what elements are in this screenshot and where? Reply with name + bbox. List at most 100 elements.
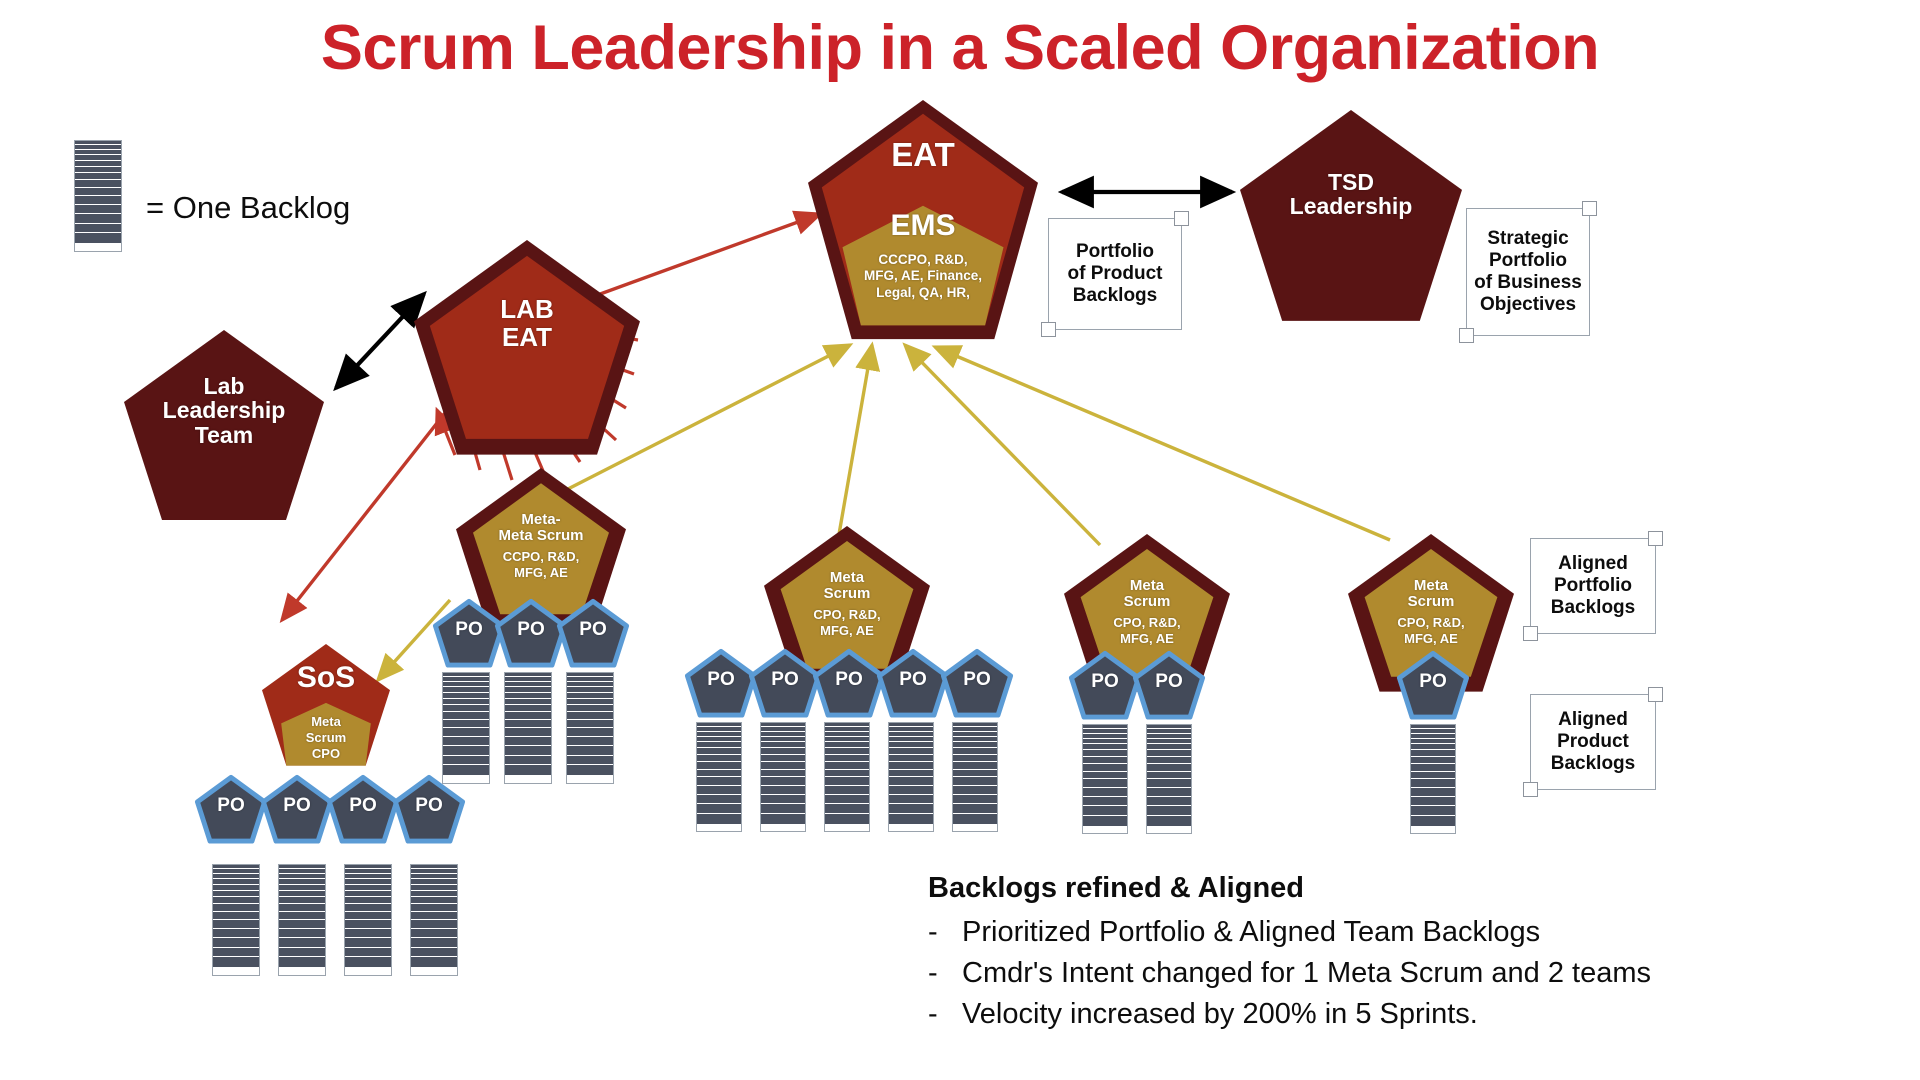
selection-handle-bottom-left[interactable] bbox=[1459, 328, 1474, 343]
notes-item-text: Cmdr's Intent changed for 1 Meta Scrum a… bbox=[962, 957, 1651, 990]
selection-handle-bottom-left[interactable] bbox=[1523, 626, 1538, 641]
backlog-item bbox=[345, 897, 391, 905]
backlog-item bbox=[1147, 771, 1191, 780]
backlog-item bbox=[75, 160, 121, 167]
backlog-stack bbox=[504, 672, 552, 784]
backlog-item bbox=[567, 712, 613, 721]
backlog-item bbox=[505, 736, 551, 746]
backlog-item bbox=[411, 928, 457, 938]
backlog-item bbox=[213, 947, 259, 958]
node-eat[interactable]: EAT EMS CCCPO, R&D, MFG, AE, Finance, Le… bbox=[808, 100, 1038, 348]
callout-aligned-portfolio-backlogs[interactable]: Aligned Portfolio Backlogs bbox=[1523, 531, 1663, 641]
backlog-item bbox=[1083, 763, 1127, 772]
notes-heading: Backlogs refined & Aligned bbox=[928, 872, 1304, 904]
backlog-item bbox=[443, 705, 489, 713]
callout-line: of Business bbox=[1474, 272, 1582, 293]
backlog-item bbox=[443, 673, 489, 677]
backlog-item bbox=[345, 928, 391, 938]
backlog-item bbox=[567, 673, 613, 677]
notes-item: - Cmdr's Intent changed for 1 Meta Scrum… bbox=[928, 953, 1651, 994]
backlog-item bbox=[75, 166, 121, 174]
callout-line: Aligned bbox=[1558, 708, 1628, 730]
backlog-item bbox=[75, 233, 121, 245]
backlog-item bbox=[889, 731, 933, 737]
backlog-item bbox=[1083, 816, 1127, 827]
arrow-meta-scrum-1-to-eat bbox=[836, 341, 881, 541]
backlog-item bbox=[505, 692, 551, 699]
node-po[interactable]: PO bbox=[392, 774, 466, 844]
node-sos[interactable]: SoS Meta Scrum CPO bbox=[262, 644, 390, 772]
node-po[interactable]: PO bbox=[556, 598, 630, 668]
backlog-item bbox=[75, 154, 121, 161]
backlog-item bbox=[505, 745, 551, 756]
backlog-item bbox=[567, 720, 613, 729]
node-po[interactable]: PO bbox=[1396, 650, 1470, 720]
backlog-item bbox=[889, 794, 933, 805]
backlog-stack bbox=[344, 864, 392, 976]
backlog-item bbox=[953, 814, 997, 825]
backlog-item bbox=[697, 769, 741, 778]
node-po[interactable]: PO bbox=[1068, 650, 1142, 720]
backlog-item bbox=[953, 785, 997, 795]
callout-line: of Product bbox=[1067, 262, 1163, 284]
node-po[interactable]: PO bbox=[194, 774, 268, 844]
node-meta-scrum-1[interactable]: Meta Scrum CPO, R&D, MFG, AE bbox=[764, 526, 930, 684]
backlog-item bbox=[697, 754, 741, 762]
backlog-item bbox=[697, 785, 741, 795]
backlog-stack bbox=[1410, 724, 1456, 834]
backlog-item bbox=[825, 814, 869, 825]
callout-aligned-product-backlogs[interactable]: Aligned Product Backlogs bbox=[1523, 687, 1663, 797]
selection-handle-top-right[interactable] bbox=[1648, 531, 1663, 546]
selection-handle-bottom-left[interactable] bbox=[1041, 322, 1056, 337]
backlog-stack bbox=[212, 864, 260, 976]
node-meta-scrum-3[interactable]: Meta Scrum CPO, R&D, MFG, AE bbox=[1348, 534, 1514, 692]
backlog-stack bbox=[278, 864, 326, 976]
backlog-item bbox=[213, 912, 259, 921]
backlog-item bbox=[889, 726, 933, 732]
backlog-item bbox=[1083, 756, 1127, 764]
node-lab-eat[interactable]: LAB EAT bbox=[414, 240, 640, 455]
node-po[interactable]: PO bbox=[684, 648, 758, 718]
backlog-item bbox=[567, 755, 613, 766]
selection-handle-bottom-left[interactable] bbox=[1523, 782, 1538, 797]
legend-backlog-icon bbox=[74, 140, 122, 252]
node-po[interactable]: PO bbox=[432, 598, 506, 668]
selection-handle-top-right[interactable] bbox=[1582, 201, 1597, 216]
backlog-stack bbox=[696, 722, 742, 832]
node-po[interactable]: PO bbox=[326, 774, 400, 844]
node-po[interactable]: PO bbox=[748, 648, 822, 718]
backlog-item bbox=[825, 777, 869, 786]
notes-item-text: Velocity increased by 200% in 5 Sprints. bbox=[962, 998, 1478, 1031]
arrow-meta-meta-scrum-to-eat bbox=[565, 343, 854, 492]
node-po[interactable]: PO bbox=[494, 598, 568, 668]
backlog-item bbox=[411, 957, 457, 969]
node-po[interactable]: PO bbox=[812, 648, 886, 718]
backlog-item bbox=[345, 873, 391, 879]
backlog-item bbox=[75, 149, 121, 155]
backlog-item bbox=[889, 723, 933, 727]
bullet-marker: - bbox=[928, 916, 938, 948]
callout-strategic-portfolio[interactable]: Strategic Portfolio of Business Objectiv… bbox=[1459, 201, 1597, 343]
selection-handle-top-right[interactable] bbox=[1174, 211, 1189, 226]
backlog-item bbox=[411, 937, 457, 948]
backlog-item bbox=[505, 765, 551, 777]
backlog-item bbox=[953, 804, 997, 815]
backlog-item bbox=[1147, 756, 1191, 764]
node-po[interactable]: PO bbox=[1132, 650, 1206, 720]
node-po[interactable]: PO bbox=[876, 648, 950, 718]
backlog-item bbox=[567, 745, 613, 756]
backlog-item bbox=[279, 884, 325, 891]
node-tsd-leadership[interactable]: TSD Leadership bbox=[1240, 110, 1462, 321]
node-po[interactable]: PO bbox=[940, 648, 1014, 718]
callout-portfolio-of-product-backlogs[interactable]: Portfolio of Product Backlogs bbox=[1041, 211, 1189, 337]
node-lab-leadership-team[interactable]: Lab Leadership Team bbox=[124, 330, 324, 520]
backlog-item bbox=[75, 188, 121, 197]
backlog-item bbox=[443, 720, 489, 729]
backlog-item bbox=[825, 723, 869, 727]
node-po[interactable]: PO bbox=[260, 774, 334, 844]
backlog-item bbox=[443, 686, 489, 693]
backlog-item bbox=[1083, 728, 1127, 734]
selection-handle-top-right[interactable] bbox=[1648, 687, 1663, 702]
backlog-item bbox=[279, 957, 325, 969]
backlog-item bbox=[505, 728, 551, 737]
